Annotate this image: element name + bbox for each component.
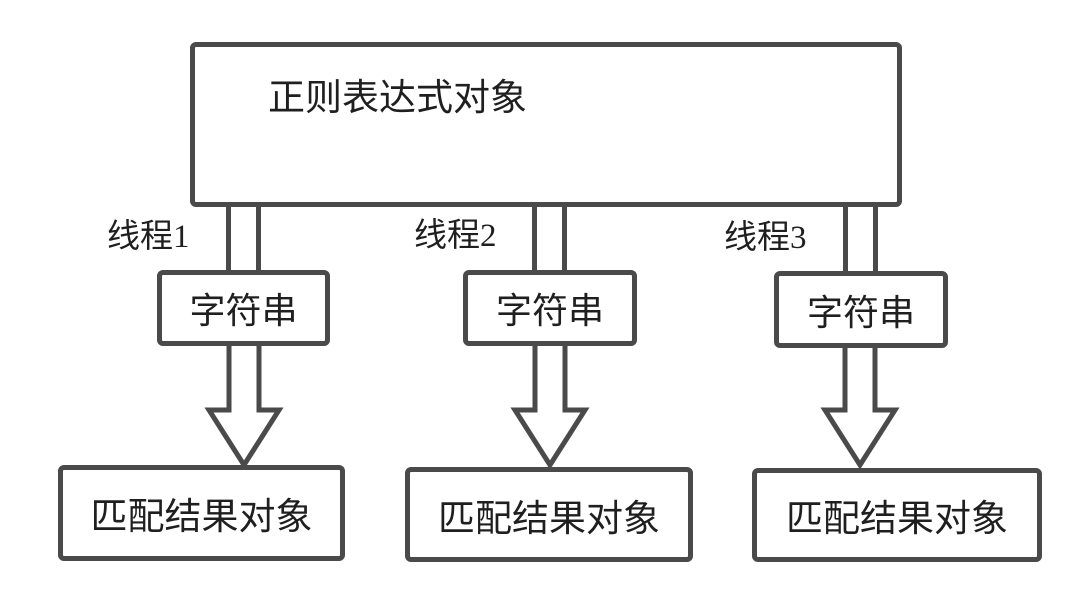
string-box-1: 字符串	[157, 270, 330, 346]
string-label-3: 字符串	[806, 292, 915, 333]
string-label-1: 字符串	[189, 291, 298, 331]
string-label-2: 字符串	[495, 291, 604, 331]
down-arrow-icon	[820, 346, 900, 470]
regex-object-box: 正则表达式对象	[190, 42, 902, 207]
match-result-box-2: 匹配结果对象	[405, 467, 693, 562]
string-box-2: 字符串	[463, 270, 637, 346]
regex-object-label: 正则表达式对象	[268, 78, 527, 119]
thread2-connector	[532, 205, 567, 272]
match-result-label-2: 匹配结果对象	[438, 498, 660, 540]
thread1-label: 线程1	[107, 219, 190, 255]
thread3-connector	[843, 205, 878, 272]
thread1-connector	[226, 205, 261, 272]
thread3-label: 线程3	[724, 220, 807, 256]
match-result-box-3: 匹配结果对象	[752, 468, 1042, 562]
match-result-label-3: 匹配结果对象	[786, 499, 1008, 540]
thread2-label: 线程2	[414, 218, 497, 254]
match-result-label-1: 匹配结果对象	[90, 497, 313, 538]
string-box-3: 字符串	[774, 271, 948, 348]
down-arrow-icon	[510, 346, 590, 470]
down-arrow-icon	[204, 346, 284, 470]
match-result-box-1: 匹配结果对象	[58, 465, 345, 561]
